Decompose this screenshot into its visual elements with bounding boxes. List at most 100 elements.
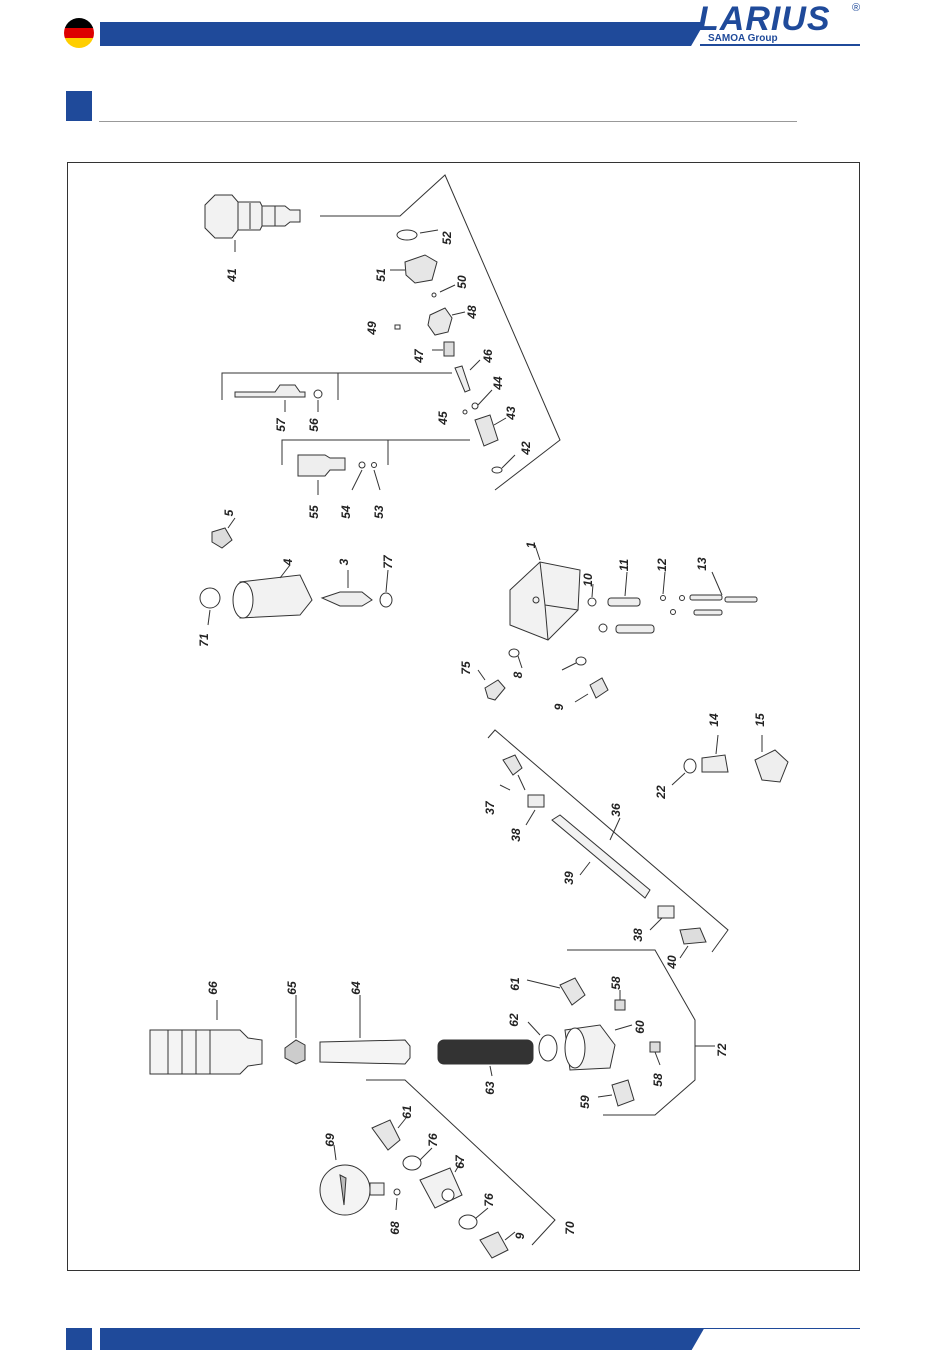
part-number-label: 5 <box>222 509 236 516</box>
part-77-oring <box>380 593 392 607</box>
part-56-ball <box>314 390 322 398</box>
part-number-label: 38 <box>631 928 645 942</box>
part-15-elbow <box>755 750 788 782</box>
part-22-oring <box>684 759 696 773</box>
part-number-label: 59 <box>578 1095 592 1109</box>
footer-marker <box>66 1328 92 1350</box>
part-number-label: 43 <box>504 406 518 421</box>
part-62-oring <box>539 1035 557 1061</box>
part-number-label: 66 <box>206 981 220 995</box>
part-number-label: 50 <box>455 275 469 289</box>
part-number-label: 38 <box>509 828 523 842</box>
part-number-label: 76 <box>482 1193 496 1207</box>
part-number-label: 68 <box>388 1221 402 1235</box>
part-67-gauge-body <box>420 1168 462 1208</box>
part-52-oring <box>397 230 417 240</box>
part-number-label: 4 <box>281 558 295 566</box>
part-46-stem <box>455 366 470 392</box>
part-number-label: 42 <box>519 441 533 456</box>
part-9-gauge-fitting <box>480 1232 508 1258</box>
part-number-label: 67 <box>453 1154 467 1169</box>
part-number-label: 1 <box>524 541 538 548</box>
part-55-body <box>298 455 345 476</box>
part-number-label: 41 <box>225 268 239 283</box>
part-number-label: 47 <box>412 348 426 364</box>
part-number-label: 57 <box>274 417 288 432</box>
part-number-label: 64 <box>349 981 363 995</box>
part-47-spring <box>444 342 454 356</box>
part-53-ring <box>372 463 377 468</box>
part-11-screw <box>608 598 640 606</box>
part-14-union <box>702 755 728 772</box>
part-76-upper-oring <box>403 1156 421 1170</box>
part-number-label: 9 <box>552 703 566 710</box>
part-number-label: 22 <box>654 785 668 800</box>
part-number-label: 8 <box>511 671 525 678</box>
part-37-elbow <box>503 755 522 775</box>
part-number-label: 76 <box>426 1133 440 1147</box>
part-number-label: 49 <box>365 321 379 336</box>
part-13-bolt <box>690 595 722 600</box>
part-8-oring <box>509 649 519 657</box>
part-66-housing <box>150 1030 262 1074</box>
part-number-label: 12 <box>655 558 669 572</box>
part-number-label: 14 <box>707 713 721 727</box>
part-61-gauge-fitting <box>372 1120 400 1150</box>
part-44-seal <box>472 403 478 409</box>
part-54-ring <box>359 462 365 468</box>
part-number-label: 37 <box>483 800 497 815</box>
part-number-label: 75 <box>459 661 473 675</box>
part-number-label: 61 <box>400 1105 414 1119</box>
part-38-sleeve <box>528 795 544 807</box>
part-76-lower-oring <box>459 1215 477 1229</box>
part-number-label: 63 <box>483 1081 497 1095</box>
part-51-knob <box>405 255 437 283</box>
part-41-valve <box>205 195 300 252</box>
part-number-label: 40 <box>665 955 679 970</box>
part-number-label: 13 <box>695 557 709 571</box>
part-42-oring <box>492 467 502 473</box>
part-49-pin <box>395 325 400 329</box>
part-number-label: 48 <box>465 305 479 320</box>
part-9-fitting <box>590 678 608 698</box>
part-63-filter-cartridge <box>438 1040 533 1064</box>
part-number-label: 10 <box>581 573 595 587</box>
part-number-label: 44 <box>491 376 505 391</box>
part-71-oring <box>200 588 220 608</box>
part-number-label: 3 <box>337 558 351 565</box>
part-number-label: 72 <box>715 1043 729 1057</box>
part-number-label: 55 <box>307 505 321 519</box>
part-61-fitting <box>560 978 585 1005</box>
part-75-fitting <box>485 680 505 700</box>
part-number-label: 36 <box>609 803 623 817</box>
part-number-label: 58 <box>609 976 623 990</box>
part-number-label: 60 <box>633 1020 647 1034</box>
part-58-plug <box>615 1000 625 1010</box>
part-48-nut <box>428 308 452 335</box>
part-number-label: 53 <box>372 505 386 519</box>
part-number-label: 69 <box>323 1133 337 1147</box>
part-number-label: 58 <box>651 1073 665 1087</box>
part-number-label: 9 <box>513 1232 527 1239</box>
part-43-seat <box>475 415 498 446</box>
part-65-spring <box>285 1040 305 1064</box>
part-68-washer <box>394 1189 400 1195</box>
part-10-washer <box>588 598 596 606</box>
part-number-label: 61 <box>508 977 522 991</box>
part-50-ball <box>432 293 436 297</box>
part-45-ball <box>463 410 467 414</box>
part-40-screw <box>680 928 706 944</box>
part-3-piston <box>322 592 372 606</box>
part-number-label: 70 <box>563 1221 577 1235</box>
part-number-label: 45 <box>436 411 450 426</box>
part-number-label: 11 <box>617 558 631 571</box>
part-number-label: 71 <box>197 633 211 647</box>
part-number-label: 65 <box>285 981 299 995</box>
part-number-label: 46 <box>481 349 495 364</box>
footer-bar <box>100 1328 680 1350</box>
part-number-label: 52 <box>440 231 454 245</box>
part-number-label: 54 <box>339 505 353 519</box>
part-number-label: 62 <box>507 1013 521 1027</box>
part-number-label: 56 <box>307 418 321 432</box>
